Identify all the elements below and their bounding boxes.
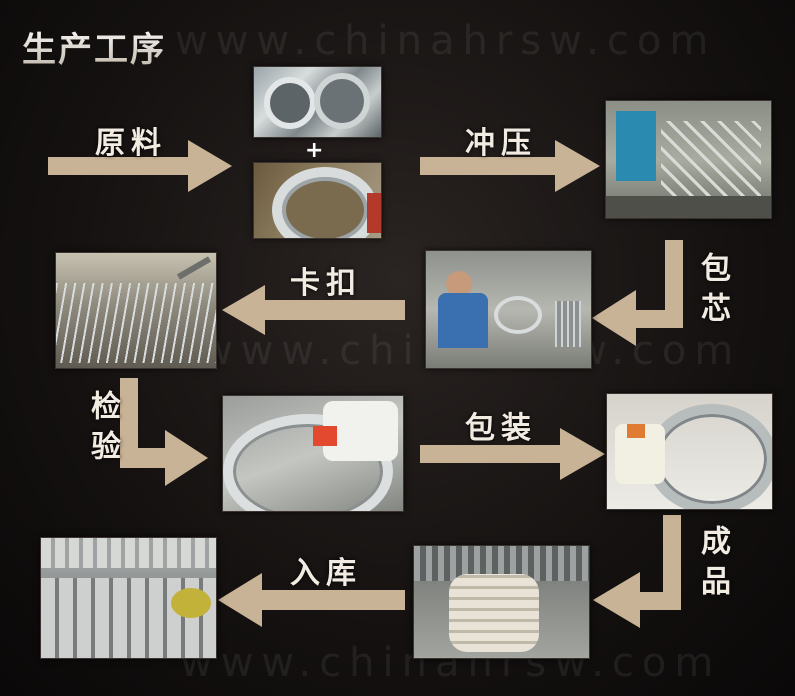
arrow-packaging <box>420 428 605 480</box>
arrow-warehousing <box>218 573 405 627</box>
photo-finished-product <box>413 545 590 659</box>
label-warehousing: 入库 <box>290 556 362 591</box>
photo-packaging <box>606 393 773 510</box>
photo-inspection <box>222 395 404 512</box>
arrow-inspection <box>120 378 208 486</box>
label-stamping: 冲压 <box>465 126 537 161</box>
arrow-core-wrapping <box>592 240 683 346</box>
arrow-finished-product <box>593 515 681 628</box>
arrow-stamping <box>420 140 600 192</box>
photo-core-wrapping <box>425 250 592 369</box>
label-core-wrapping: 包芯 <box>695 252 730 332</box>
page-title: 生产工序 <box>22 22 166 71</box>
photo-stamping-machine <box>605 100 772 219</box>
watermark-top: www.chinahrsw.com <box>175 18 717 64</box>
arrow-clip <box>222 285 405 335</box>
label-raw-material: 原料 <box>95 126 167 161</box>
arrow-raw-material <box>48 140 232 192</box>
photo-warehousing <box>40 537 217 659</box>
plus-sign: + <box>305 138 324 163</box>
label-clip: 卡扣 <box>290 266 362 301</box>
label-inspection: 检验 <box>85 390 120 470</box>
photo-steel-coils <box>253 66 382 138</box>
photo-clip <box>55 252 217 369</box>
label-packaging: 包装 <box>465 411 537 446</box>
label-finished-product: 成品 <box>695 525 730 605</box>
photo-wire-coil <box>253 162 382 239</box>
